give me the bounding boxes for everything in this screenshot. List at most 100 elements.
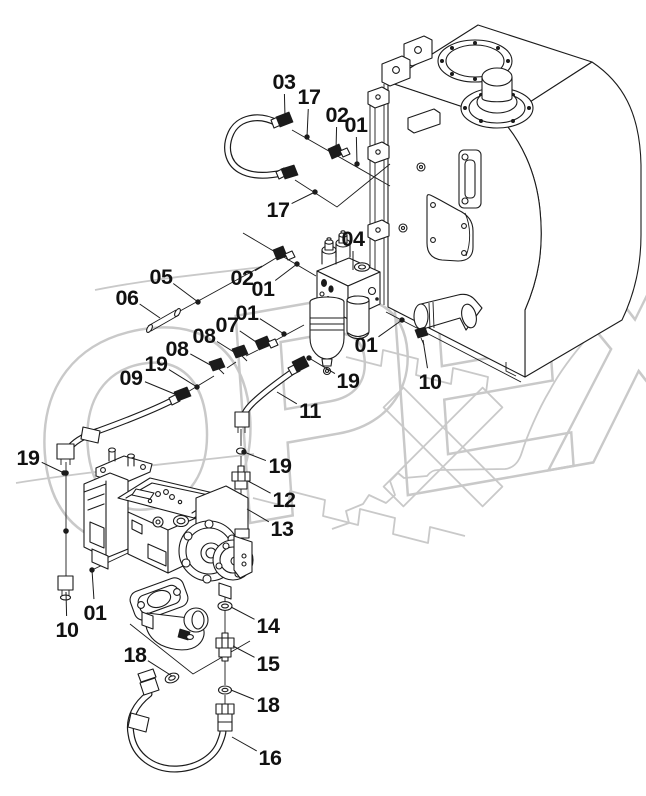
fitting-15 [215, 632, 235, 662]
callout-label-19-14: 19 [145, 352, 168, 376]
callout-label-10-18: 10 [419, 370, 442, 394]
callout-leader-03-0 [283, 93, 286, 118]
callout-label-08-12: 08 [193, 324, 216, 348]
callout-label-18-28: 18 [124, 643, 147, 667]
tank-bottom-plate [426, 194, 474, 262]
callout-leader-07-11 [239, 330, 260, 345]
suction-pipe [413, 293, 483, 346]
callout-label-17-1: 17 [298, 85, 321, 109]
tank-filler-breather [460, 67, 534, 129]
callout-label-16-30: 16 [259, 746, 282, 770]
callout-label-06-9: 06 [116, 286, 139, 310]
callout-dot-17-4 [312, 189, 318, 195]
fitting-08b [208, 357, 226, 375]
suction-elbow [129, 577, 209, 651]
o-ring-18a [164, 672, 180, 684]
pipe-05-rod-06 [146, 307, 181, 334]
callout-label-10-25: 10 [56, 618, 79, 642]
callout-leader-01-3 [355, 136, 358, 165]
callout-leader-01-10 [259, 318, 285, 335]
callout-label-05-6: 05 [150, 265, 173, 289]
callout-leader-18-28 [147, 660, 173, 677]
o-ring-14 [217, 601, 233, 611]
callout-label-19-21: 19 [269, 454, 292, 478]
tank-top-brackets [381, 35, 433, 87]
solenoid-2 [335, 230, 351, 258]
callout-label-02-2: 02 [326, 103, 349, 127]
callout-label-01-24: 01 [84, 601, 107, 625]
callout-leader-16-30 [231, 736, 257, 752]
callout-leader-13-23 [246, 508, 270, 523]
callout-leader-12-22 [247, 480, 271, 494]
callout-dot-19-20 [61, 470, 67, 476]
callout-label-01-3: 01 [345, 113, 368, 137]
callout-leader-17-4 [291, 191, 316, 205]
callout-leader-19-21 [243, 451, 267, 462]
callout-dot-19-14 [194, 384, 200, 390]
callout-leader-14-26 [230, 606, 255, 620]
callout-dot-01-3 [354, 161, 360, 167]
callout-leader-08-12 [216, 341, 238, 355]
hose-09 [56, 386, 192, 601]
callout-label-12-22: 12 [273, 488, 296, 512]
callout-dot-01-24 [89, 567, 95, 573]
callout-leader-19-20 [41, 461, 65, 474]
callout-leader-10-18 [422, 339, 428, 369]
callout-leader-10-25 [65, 591, 68, 617]
hose-03 [224, 111, 299, 180]
fitting-02b [272, 245, 296, 261]
callout-leader-18-29 [230, 689, 255, 700]
valve-block-assembly [309, 230, 381, 376]
pilot-filter [309, 296, 345, 376]
callout-leader-15-27 [232, 645, 255, 658]
callout-dot-01-10 [281, 331, 287, 337]
callout-label-01-8: 01 [252, 277, 275, 301]
fitting-07 [254, 335, 279, 351]
callout-label-09-15: 09 [120, 366, 143, 390]
tank-pad [407, 108, 441, 134]
callout-leader-19-14 [168, 369, 198, 388]
callout-label-13-23: 13 [271, 517, 294, 541]
callout-dot-19-17 [306, 355, 312, 361]
callout-leader-19-17 [308, 357, 336, 375]
callout-leader-06-9 [139, 303, 161, 319]
callout-leader-05-6 [172, 283, 199, 303]
hose-16 [126, 668, 235, 773]
callout-label-19-17: 19 [337, 369, 360, 393]
hose-clamp [414, 326, 429, 339]
callout-label-01-10: 01 [236, 301, 259, 325]
callout-label-04-5: 04 [342, 227, 365, 251]
accumulator-canister [346, 295, 370, 340]
callout-label-02-7: 02 [231, 266, 254, 290]
callout-label-19-20: 19 [17, 446, 40, 470]
callout-label-08-13: 08 [166, 337, 189, 361]
callout-leader-02-7 [254, 257, 277, 272]
callout-label-03-0: 03 [273, 70, 296, 94]
o-ring-18b [217, 685, 233, 695]
callout-leader-11-19 [276, 391, 298, 405]
callout-label-18-29: 18 [257, 693, 280, 717]
callout-leader-01-8 [274, 263, 298, 281]
callout-leader-01-24 [91, 569, 95, 600]
solenoid-1 [321, 237, 337, 265]
callout-label-11-19: 11 [299, 399, 321, 423]
callout-leader-01-16 [378, 319, 403, 338]
callout-leader-17-1 [306, 108, 309, 138]
fitting-08a [231, 344, 249, 362]
sight-gauge [458, 149, 482, 209]
callout-dot-05-6 [195, 299, 201, 305]
callout-leader-09-15 [144, 381, 178, 396]
callout-dot-19-21 [241, 449, 247, 455]
watermark-gear-spoke-cross [382, 386, 504, 508]
pump-port-block [233, 528, 253, 579]
drain-parts [126, 601, 235, 773]
pump-assembly [83, 447, 254, 651]
callout-label-07-11: 07 [216, 313, 239, 337]
callout-dot-01-8 [294, 261, 300, 267]
callout-dot-17-1 [304, 134, 310, 140]
callout-leader-02-2 [335, 126, 338, 151]
callout-label-15-27: 15 [257, 652, 280, 676]
